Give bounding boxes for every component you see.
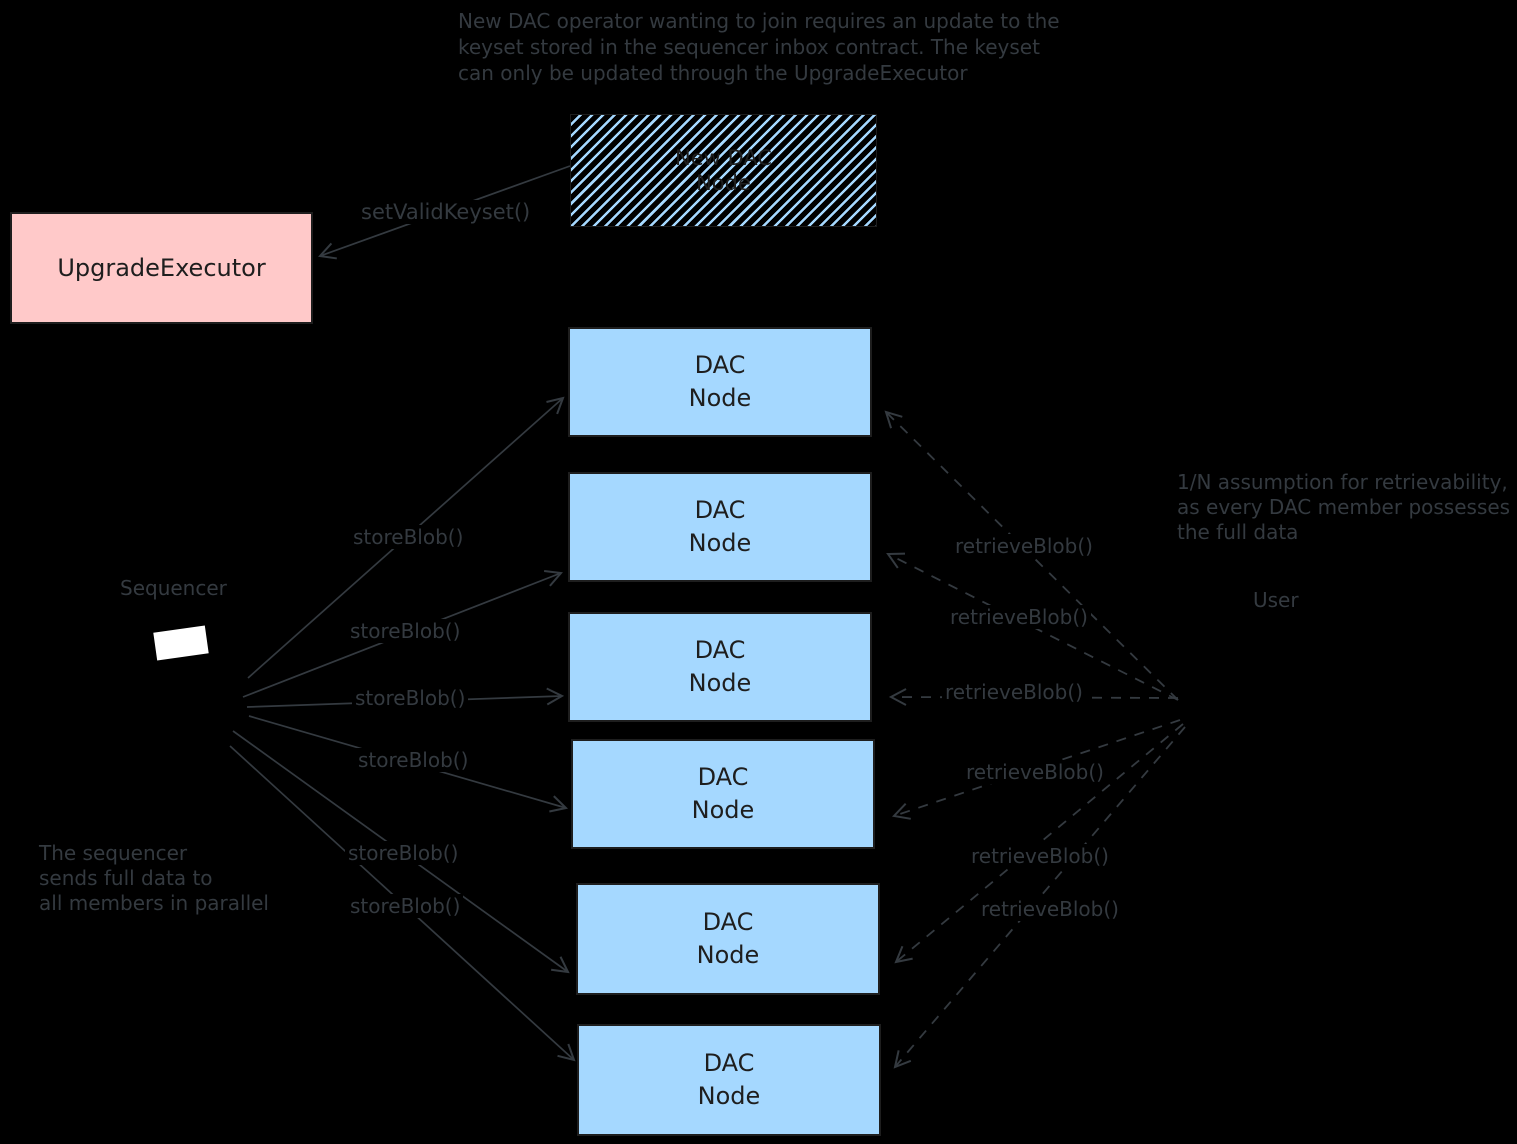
store-blob-label-4: storeBlob() — [355, 748, 472, 772]
sequencer-label: Sequencer — [120, 576, 227, 600]
retrievability-note-line: 1/N assumption for retrievability, — [1177, 470, 1508, 494]
dac-node-label-line2: Node — [688, 529, 752, 557]
sequencer-note-line: sends full data to — [39, 866, 213, 890]
store-blob-label-5: storeBlob() — [345, 841, 462, 865]
dac-node-box-1: DAC Node — [568, 327, 872, 437]
upgrade-executor-box: UpgradeExecutor — [10, 212, 313, 324]
dac-node-label-line1: DAC — [694, 496, 746, 524]
dac-node-label-line2: Node — [688, 384, 752, 412]
top-note-line: keyset stored in the sequencer inbox con… — [458, 35, 1040, 59]
dac-node-box-2: DAC Node — [568, 472, 872, 582]
retrieve-blob-label-6: retrieveBlob() — [978, 897, 1122, 921]
top-note-line: New DAC operator wanting to join require… — [458, 9, 1060, 33]
dac-node-label-line2: Node — [697, 1082, 761, 1110]
dac-node-label-line1: DAC — [703, 1049, 755, 1077]
retrieve-blob-label-4: retrieveBlob() — [963, 760, 1107, 784]
store-blob-label-1: storeBlob() — [350, 525, 467, 549]
store-blob-label-3: storeBlob() — [352, 686, 469, 710]
dac-node-label-line2: Node — [691, 796, 755, 824]
arrow-retrieve-blob-5 — [894, 723, 1184, 964]
retrievability-note-line: the full data — [1177, 520, 1299, 544]
sequencer-note-line: all members in parallel — [39, 891, 269, 915]
sequencer-note-line: The sequencer — [39, 841, 188, 865]
dac-node-box-4: DAC Node — [571, 739, 875, 849]
dac-node-box-6: DAC Node — [577, 1024, 881, 1136]
retrieve-blob-label-2: retrieveBlob() — [947, 605, 1091, 629]
dac-node-label-line1: DAC — [697, 763, 749, 791]
retrieve-blob-label-5: retrieveBlob() — [968, 844, 1112, 868]
retrieve-blob-label-1: retrieveBlob() — [952, 534, 1096, 558]
dac-node-label-line2: Node — [696, 941, 760, 969]
retrieve-blob-label-3: retrieveBlob() — [942, 680, 1086, 704]
dac-node-label-line1: DAC — [702, 908, 754, 936]
dac-node-box-5: DAC Node — [576, 883, 880, 995]
sequencer-note: The sequencer sends full data to all mem… — [39, 841, 269, 916]
retrievability-note: 1/N assumption for retrievability, as ev… — [1177, 470, 1510, 545]
new-dac-node-label-line2: Node — [696, 170, 751, 195]
arrow-retrieve-blob-3 — [888, 688, 1179, 706]
new-dac-node-box: New DAC Node — [570, 114, 877, 227]
arrow-retrieve-blob-4 — [891, 719, 1181, 820]
dac-node-label-line1: DAC — [694, 636, 746, 664]
top-note: New DAC operator wanting to join require… — [458, 8, 1060, 86]
top-note-line: can only be updated through the UpgradeE… — [458, 61, 968, 85]
dac-node-box-3: DAC Node — [568, 612, 872, 722]
retrievability-note-line: as every DAC member possesses — [1177, 495, 1511, 519]
new-dac-node-label-line1: New DAC — [675, 145, 772, 170]
user-label: User — [1253, 588, 1299, 612]
set-valid-keyset-label: setValidKeyset() — [358, 200, 534, 224]
dac-node-label-line2: Node — [688, 669, 752, 697]
store-blob-label-6: storeBlob() — [347, 894, 464, 918]
dac-node-label-line1: DAC — [694, 351, 746, 379]
upgrade-executor-label: UpgradeExecutor — [57, 254, 266, 282]
arrow-retrieve-blob-2 — [886, 552, 1179, 701]
store-blob-label-2: storeBlob() — [347, 619, 464, 643]
